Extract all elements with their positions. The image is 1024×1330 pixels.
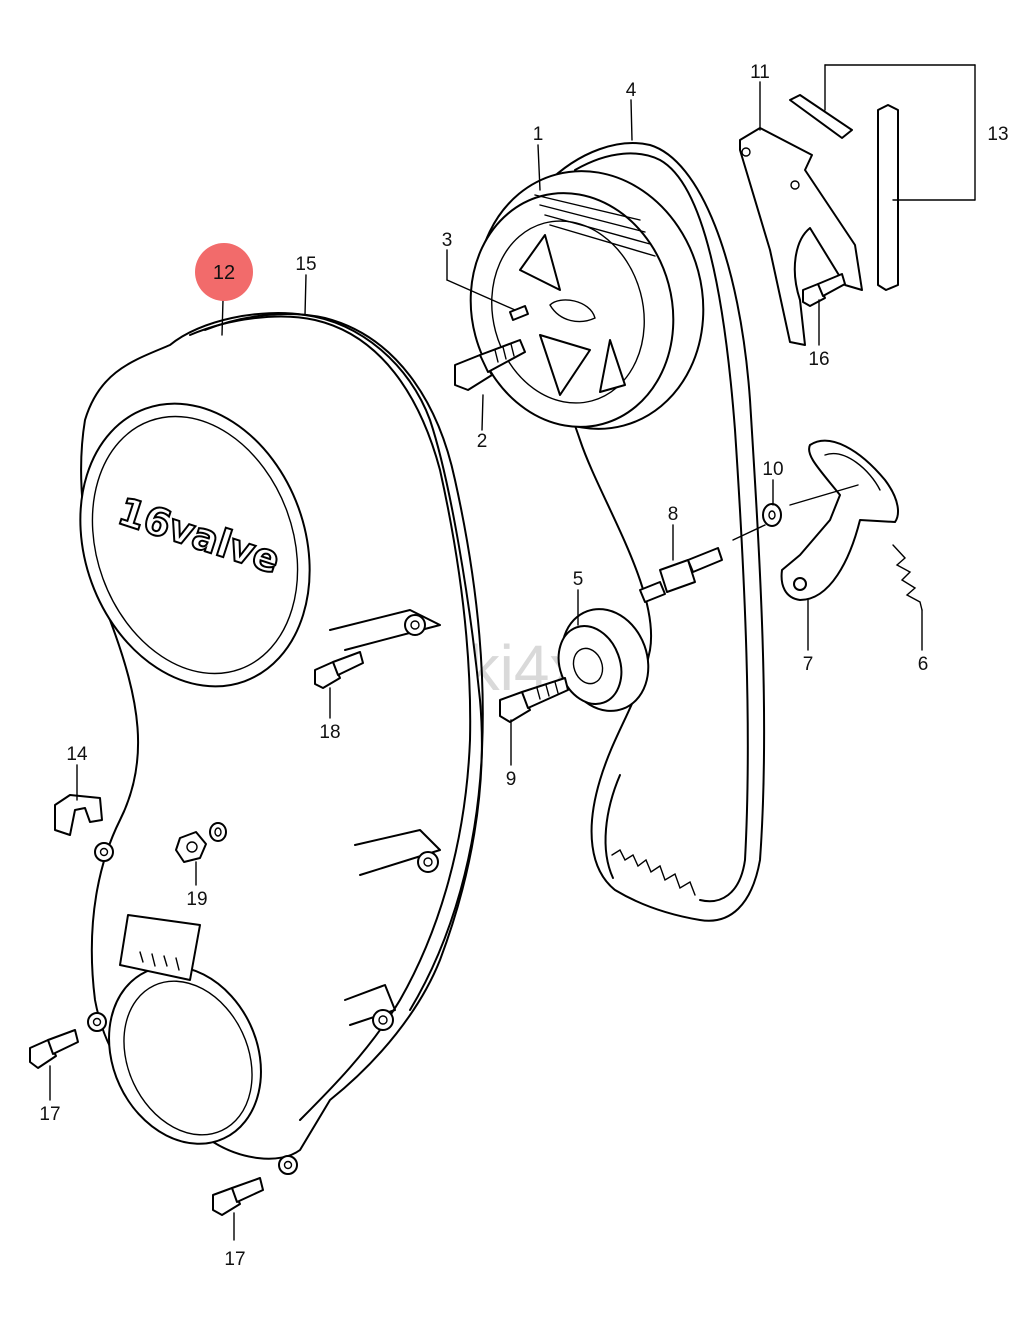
- cover-bolt-upper: [314, 651, 364, 689]
- washer: [762, 503, 782, 527]
- clip: [54, 794, 103, 836]
- callout-1[interactable]: 1: [533, 124, 544, 145]
- callout-2[interactable]: 2: [477, 431, 488, 452]
- highlighted-callout-12[interactable]: 12: [195, 243, 253, 301]
- callout-5[interactable]: 5: [573, 569, 584, 590]
- callout-17-bottom[interactable]: 17: [224, 1249, 245, 1270]
- cam-pulley: [469, 170, 705, 430]
- dowel-pin: [509, 305, 529, 321]
- callout-4[interactable]: 4: [626, 80, 637, 101]
- callout-11[interactable]: 11: [750, 62, 770, 83]
- cam-bolt: [454, 339, 526, 391]
- callout-3[interactable]: 3: [442, 230, 453, 251]
- tensioner-spring: [892, 544, 923, 611]
- callout-labels: 1 2 3 4 5 6 7 8 9 10 11 13 14 15 16 17 1…: [39, 62, 1008, 1270]
- tensioner-bolt: [499, 677, 569, 723]
- callout-18[interactable]: 18: [319, 722, 340, 743]
- callout-17-left[interactable]: 17: [39, 1104, 60, 1125]
- keys: [789, 94, 899, 291]
- bracket-bolt: [802, 273, 846, 307]
- callout-16[interactable]: 16: [808, 349, 829, 370]
- callout-8[interactable]: 8: [668, 504, 679, 525]
- leader-lines: [49, 64, 976, 1241]
- callout-10[interactable]: 10: [762, 459, 783, 480]
- callout-13[interactable]: 13: [987, 124, 1008, 145]
- timing-cover: 16valve: [79, 312, 484, 1175]
- cover-bolt-left: [29, 1029, 79, 1069]
- callout-15[interactable]: 15: [295, 254, 316, 275]
- callout-14[interactable]: 14: [66, 744, 88, 765]
- callout-6[interactable]: 6: [918, 654, 929, 675]
- cover-bolt-bottom: [212, 1177, 264, 1216]
- highlight-circle[interactable]: [195, 243, 253, 301]
- callout-7[interactable]: 7: [803, 654, 814, 675]
- tensioner-pulley: [557, 608, 650, 712]
- tensioner-plate: [780, 439, 899, 601]
- callout-12[interactable]: 12: [213, 262, 235, 284]
- bracket: [739, 127, 863, 346]
- nut-washer: [175, 822, 227, 863]
- callout-9[interactable]: 9: [506, 769, 517, 790]
- stud: [639, 547, 723, 603]
- callout-19[interactable]: 19: [186, 889, 207, 910]
